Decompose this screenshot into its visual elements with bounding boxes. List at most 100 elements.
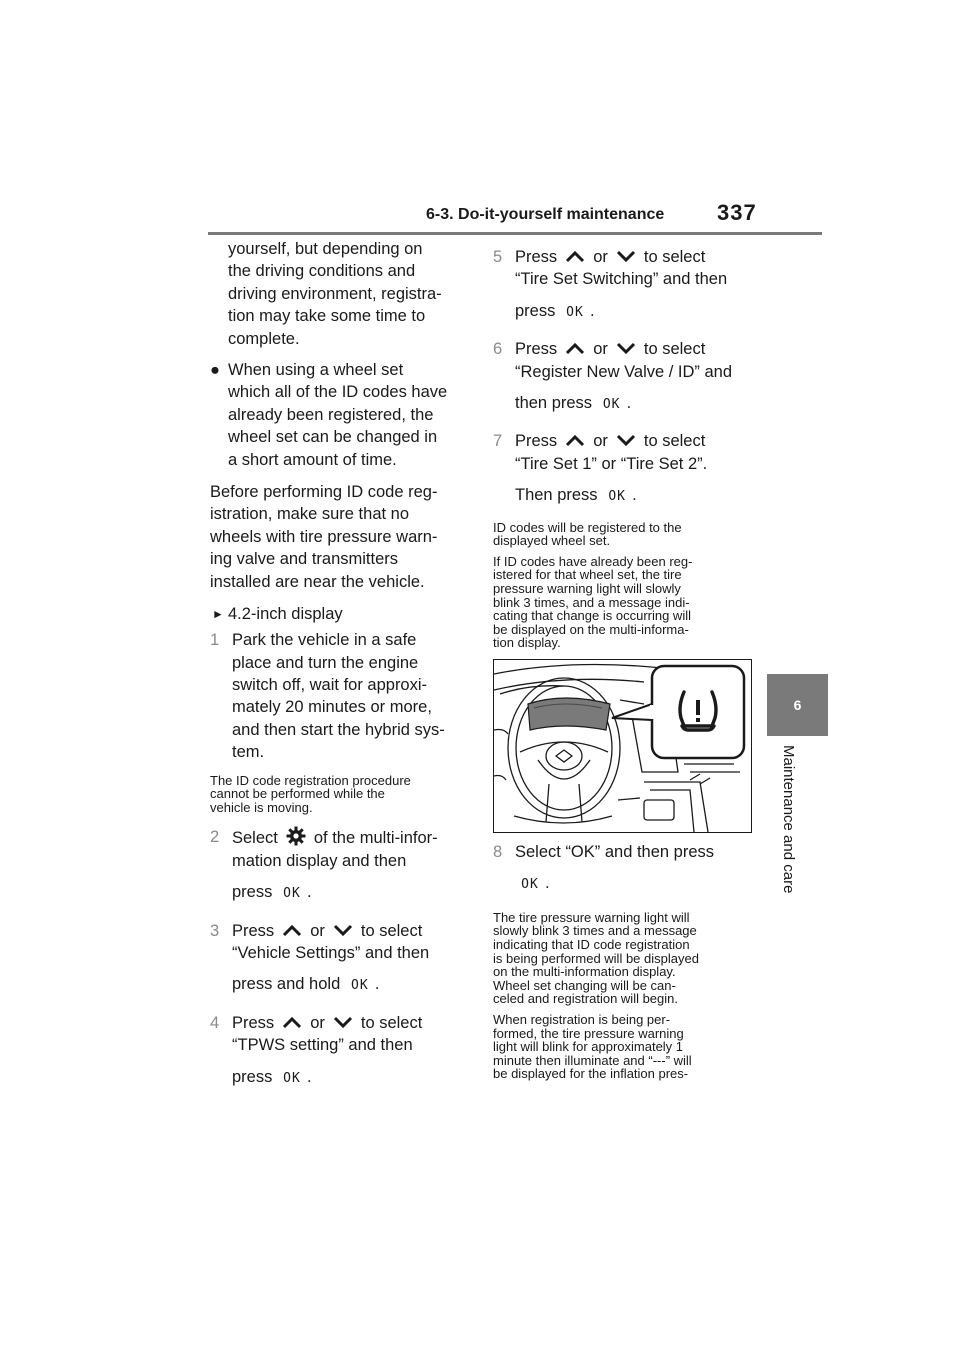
text-line: and then start the hybrid sys- <box>232 720 445 739</box>
text-line: ing valve and transmitters <box>210 550 399 569</box>
step-number: 2 <box>210 828 220 847</box>
text-line: wheels with tire pressure warn- <box>210 527 438 546</box>
text-line: slowly blink 3 times and a message <box>493 923 697 939</box>
text-line: “TPWS setting” and then <box>232 1036 413 1055</box>
chevron-up-icon <box>566 250 585 263</box>
text-line: yourself, but depending on <box>228 240 423 258</box>
text-line: Park the vehicle in a safe <box>232 631 417 650</box>
step-8: 8 Select “OK” and then press OK. <box>493 841 755 897</box>
text-line: driving environment, registra- <box>228 284 442 303</box>
gear-icon <box>286 826 306 846</box>
text-line: Select “OK” and then press <box>515 843 715 861</box>
text-run: to select <box>643 248 706 266</box>
chevron-up-icon <box>566 343 585 355</box>
text-line: “Register New Valve / ID” and <box>515 362 733 381</box>
text-line: istered for that wheel set, the tire <box>493 567 682 583</box>
text-line: press OK. <box>232 1066 468 1090</box>
text-run: Press <box>515 432 558 451</box>
step-number: 4 <box>210 1013 220 1032</box>
text-line: a short amount of time. <box>228 450 397 469</box>
text-line: minute then illuminate and “---” will <box>493 1052 692 1068</box>
text-line: press and hold OK. <box>232 973 468 997</box>
text-line: installed are near the vehicle. <box>210 572 425 591</box>
text-run: . <box>306 1067 312 1086</box>
text-line: Before performing ID code reg- <box>210 483 438 502</box>
text-run: to select <box>643 340 706 359</box>
text-line: blink 3 times, and a message indi- <box>493 594 690 610</box>
step-number: 1 <box>210 631 220 650</box>
text-line: If ID codes have already been reg- <box>493 553 693 569</box>
chevron-up-icon <box>283 1016 302 1028</box>
text-line: vehicle is moving. <box>210 799 313 815</box>
text-run: press <box>232 1067 273 1086</box>
step-number: 7 <box>493 432 503 451</box>
text-line: which all of the ID codes have <box>228 383 448 402</box>
step-number: 3 <box>210 921 220 940</box>
text-line: pressure warning light will slowly <box>493 581 681 597</box>
text-run: press <box>232 883 273 902</box>
text-run: to select <box>643 432 706 451</box>
dashboard-illustration <box>493 659 752 833</box>
chapter-tab-label: Maintenance and care <box>780 745 797 894</box>
note: The tire pressure warning light will slo… <box>493 911 755 1006</box>
text-line: then press OK. <box>515 392 755 416</box>
text-line: the driving conditions and <box>228 262 416 281</box>
text-run: or <box>593 248 608 266</box>
chevron-down-icon <box>333 924 352 936</box>
text-run: or <box>593 432 608 451</box>
text-line: switch off, wait for approxi- <box>232 675 428 694</box>
lead-paragraph: Before performing ID code reg- istration… <box>210 481 468 593</box>
text-run: press and hold <box>232 975 341 994</box>
text-run: Press <box>232 921 275 940</box>
page-number: 337 <box>717 200 757 225</box>
text-line: The tire pressure warning light will <box>493 909 690 925</box>
text-line: “Vehicle Settings” and then <box>232 943 430 962</box>
chevron-down-icon <box>333 1016 352 1028</box>
text-run: then press <box>515 394 593 413</box>
text-line: mately 20 minutes or more, <box>232 698 432 717</box>
text-line: OK. <box>515 872 755 896</box>
text-line: Then press OK. <box>515 484 755 508</box>
step-1: 1 Park the vehicle in a safe place and t… <box>210 629 468 763</box>
text-line: “Tire Set 1” or “Tire Set 2”. <box>515 454 708 473</box>
ok-button-glyph: OK <box>566 304 584 320</box>
text-line: tion display. <box>493 635 561 651</box>
section-title: 6-3. Do-it-yourself maintenance <box>426 206 665 223</box>
text-run: of the multi-infor- <box>313 829 438 848</box>
chevron-down-icon <box>616 250 635 263</box>
text-run: press <box>515 301 556 320</box>
triangle-right-icon: ► <box>212 607 224 622</box>
text-run: or <box>310 1013 325 1032</box>
text-run: . <box>632 486 637 505</box>
text-line: already been registered, the <box>228 405 434 424</box>
text-line: wheel set can be changed in <box>228 428 438 447</box>
text-line: indicating that ID code registration <box>493 937 690 952</box>
text-run: Then press <box>515 486 598 505</box>
subheading: ► 4.2-inch display <box>210 603 468 625</box>
text-line: place and turn the engine <box>232 653 419 672</box>
ok-button-glyph: OK <box>351 978 369 994</box>
text-line: tion may take some time to <box>228 307 426 326</box>
text-line: be displayed on the multi-informa- <box>493 621 689 637</box>
tire-pressure-warning-icon <box>678 690 718 732</box>
subheading-text: 4.2-inch display <box>228 605 343 624</box>
bullet-dot-icon: ● <box>210 361 220 380</box>
text-line: The ID code registration procedure <box>210 772 411 788</box>
intro-paragraph: yourself, but depending on the driving c… <box>210 238 468 350</box>
text-run: . <box>626 394 632 413</box>
page-header: 6-3. Do-it-yourself maintenance 337 <box>0 0 960 240</box>
chevron-down-icon <box>616 343 635 355</box>
text-line: on the multi-information display. <box>493 964 676 980</box>
text-run: to select <box>360 1013 423 1032</box>
chevron-up-icon <box>566 435 585 447</box>
text-line: light will blink for approximately 1 <box>493 1039 684 1055</box>
step-number: 6 <box>493 340 503 359</box>
